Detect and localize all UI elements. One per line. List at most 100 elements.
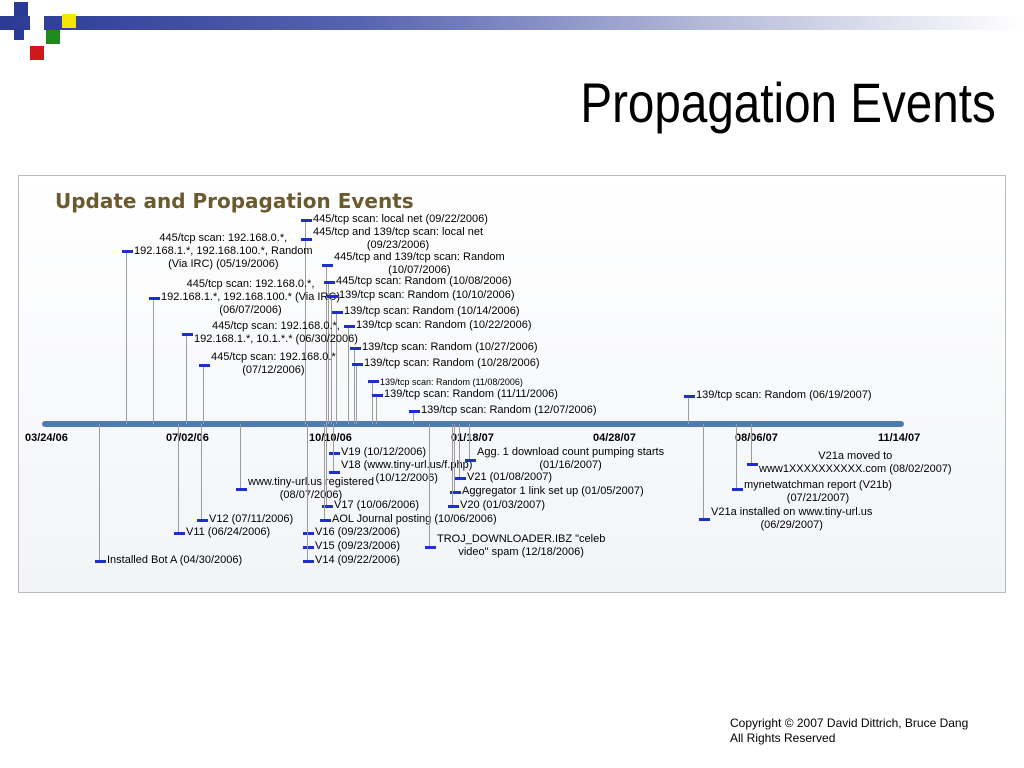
event-label: 139/tcp scan: Random (11/11/2006) (384, 388, 558, 401)
event-label: 139/tcp scan: Random (10/10/2006) (339, 289, 515, 302)
copyright: Copyright © 2007 David Dittrich, Bruce D… (730, 716, 968, 746)
decor-square-red (30, 46, 44, 60)
event-label-line: V19 (10/12/2006) (341, 446, 427, 458)
event-marker (174, 532, 185, 535)
event-label-line: V17 (10/06/2006) (334, 499, 420, 511)
event-marker (684, 395, 695, 398)
event-label-line: V16 (09/23/2006) (315, 526, 401, 538)
event-connector (186, 334, 187, 424)
event-label-line: 445/tcp and 139/tcp scan: Random (334, 251, 505, 263)
event-connector (201, 424, 202, 520)
event-label: 445/tcp scan: local net (09/22/2006) (313, 213, 488, 226)
event-label-line: www1XXXXXXXXXX.com (08/02/2007) (759, 463, 952, 475)
event-label-line: V12 (07/11/2006) (209, 513, 294, 525)
event-label-line: 445/tcp scan: local net (09/22/2006) (313, 213, 488, 225)
event-marker (409, 410, 420, 413)
event-label-line: 445/tcp scan: 192.168.0.* (211, 351, 336, 363)
decor-square-yellow (62, 14, 76, 28)
event-label: V19 (10/12/2006) (341, 446, 426, 459)
event-marker (303, 560, 314, 563)
event-marker (732, 488, 743, 491)
tick-label: 03/24/06 (25, 432, 68, 444)
copyright-line-2: All Rights Reserved (730, 731, 836, 745)
decor-square-navy-2 (14, 30, 24, 40)
event-label-line: 139/tcp scan: Random (10/28/2006) (364, 357, 540, 369)
event-label-line: V21a moved to (818, 450, 893, 462)
decor-square-green (46, 30, 60, 44)
event-label-line: (07/21/2007) (786, 492, 850, 504)
event-label-line: Installed Bot A (04/30/2006) (107, 554, 243, 566)
event-connector (305, 239, 306, 424)
event-connector (703, 424, 704, 519)
event-label: 445/tcp and 139/tcp scan: Random(10/07/2… (334, 251, 505, 277)
event-marker (465, 459, 476, 462)
event-label: 139/tcp scan: Random (06/19/2007) (696, 389, 872, 402)
timeline-axis (42, 421, 904, 427)
event-label-line: video" spam (12/18/2006) (458, 546, 584, 558)
event-marker (425, 546, 436, 549)
tick-label: 07/02/06 (166, 432, 209, 444)
event-label-line: Aggregator 1 link set up (01/05/2007) (462, 485, 644, 497)
event-label-line: 139/tcp scan: Random (10/22/2006) (356, 319, 532, 331)
event-label-line: TROJ_DOWNLOADER.IBZ "celeb (437, 533, 606, 545)
event-label: 139/tcp scan: Random (11/08/2006) (380, 376, 523, 389)
title-accent-bar (0, 16, 1024, 30)
event-connector (459, 424, 460, 478)
event-marker (197, 519, 208, 522)
event-label-line: V21a installed on www.tiny-url.us (711, 506, 873, 518)
event-marker (372, 394, 383, 397)
event-label: 445/tcp scan: 192.168.0.*,192.168.1.*, 1… (194, 320, 358, 346)
event-label-line: 139/tcp scan: Random (10/10/2006) (339, 289, 515, 301)
event-marker (301, 238, 312, 241)
event-label: V21a installed on www.tiny-url.us(06/29/… (711, 506, 872, 532)
event-connector (356, 364, 357, 424)
event-label-line: 139/tcp scan: Random (10/27/2006) (362, 341, 538, 353)
event-label-line: 139/tcp scan: Random (11/11/2006) (384, 388, 558, 400)
event-label-line: V15 (09/23/2006) (315, 540, 401, 552)
event-marker (329, 452, 340, 455)
event-connector (452, 424, 453, 506)
event-connector (688, 396, 689, 424)
tick-label: 08/06/07 (735, 432, 778, 444)
event-marker (448, 505, 459, 508)
event-connector (751, 424, 752, 464)
event-marker (95, 560, 106, 563)
event-marker (303, 546, 314, 549)
tick-label: 10/10/06 (309, 432, 352, 444)
event-label: mynetwatchman report (V21b)(07/21/2007) (744, 479, 892, 505)
event-connector (736, 424, 737, 489)
event-marker (350, 347, 361, 350)
event-label-line: 445/tcp scan: Random (10/08/2006) (336, 275, 512, 287)
event-label-line: (06/29/2007) (760, 519, 823, 531)
event-connector (240, 424, 241, 489)
event-marker (122, 250, 133, 253)
event-marker (747, 463, 758, 466)
event-label: 139/tcp scan: Random (10/14/2006) (344, 305, 520, 318)
event-label: Agg. 1 download count pumping starts(01/… (477, 446, 664, 472)
event-connector (454, 424, 455, 492)
decor-square-navy (14, 2, 28, 16)
event-connector (153, 298, 154, 424)
event-connector (372, 381, 373, 424)
event-label-line: 139/tcp scan: Random (06/19/2007) (696, 389, 872, 401)
event-label-line: (Via IRC) (05/19/2006) (168, 258, 279, 270)
event-connector (324, 424, 325, 520)
event-connector (376, 395, 377, 424)
event-label-line: 192.168.1.*, 10.1.*.* (06/30/2006) (194, 333, 358, 345)
event-label-line: (01/16/2007) (539, 459, 602, 471)
event-marker (236, 488, 247, 491)
event-marker (455, 477, 466, 480)
event-marker (699, 518, 710, 521)
event-connector (429, 424, 430, 547)
tick-label: 04/28/07 (593, 432, 636, 444)
event-label: 139/tcp scan: Random (10/28/2006) (364, 357, 540, 370)
event-connector (469, 424, 470, 460)
event-label-line: 192.168.1.*, 192.168.100.*, Random (134, 245, 313, 257)
event-label: AOL Journal posting (10/06/2006) (332, 513, 497, 526)
event-connector (336, 312, 337, 424)
event-label-line: mynetwatchman report (V21b) (744, 479, 892, 491)
event-label: 445/tcp and 139/tcp scan: local net(09/2… (313, 226, 483, 252)
event-label: 139/tcp scan: Random (12/07/2006) (421, 404, 597, 417)
event-connector (326, 424, 327, 506)
